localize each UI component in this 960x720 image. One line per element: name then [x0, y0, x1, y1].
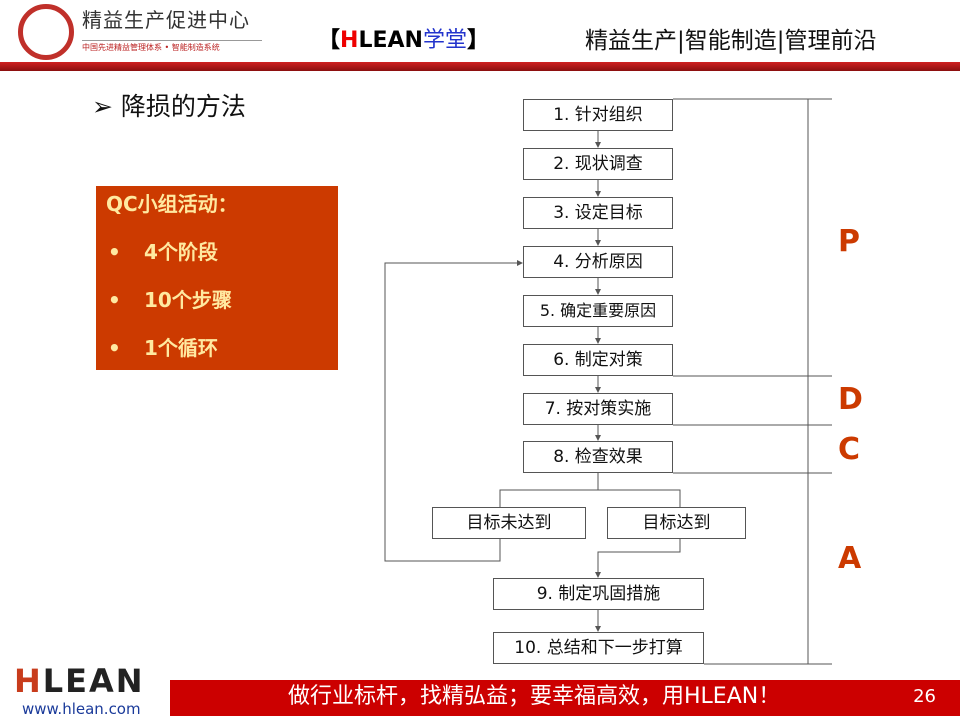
logo-title: 精益生产促进中心 — [82, 8, 250, 32]
flow-step-2: 2. 现状调查 — [523, 148, 673, 180]
flow-step-7: 7. 按对策实施 — [523, 393, 673, 425]
header-slogan: 精益生产|智能制造|管理前沿 — [585, 28, 877, 54]
footer-bar: 做行业标杆，找精弘益；要幸福高效，用HLEAN！ 26 — [170, 680, 960, 716]
pdca-c: C — [838, 432, 861, 467]
flow-step-4: 4. 分析原因 — [523, 246, 673, 278]
logo-subtitle: 中国先进精益管理体系 • 智能制造系统 — [82, 40, 262, 53]
logo-icon — [18, 4, 74, 60]
qc-item: •10个步骤 — [108, 288, 232, 312]
header-bar — [0, 62, 960, 71]
flow-step-8: 8. 检查效果 — [523, 441, 673, 473]
brand-title: 【HLEAN学堂】 — [318, 28, 489, 53]
flow-branch-ok: 目标达到 — [607, 507, 746, 539]
footer-slogan: 做行业标杆，找精弘益；要幸福高效，用HLEAN！ — [288, 684, 781, 709]
pdca-a: A — [838, 541, 862, 576]
flow-step-5: 5. 确定重要原因 — [523, 295, 673, 327]
pdca-p: P — [838, 224, 860, 259]
qc-box: QC小组活动： •4个阶段 •10个步骤 •1个循环 — [96, 186, 338, 370]
qc-item: •1个循环 — [108, 336, 218, 360]
pdca-d: D — [838, 382, 863, 417]
flow-branch-fail: 目标未达到 — [432, 507, 586, 539]
footer-url[interactable]: www.hlean.com — [22, 700, 141, 718]
flow-step-3: 3. 设定目标 — [523, 197, 673, 229]
flow-step-10: 10. 总结和下一步打算 — [493, 632, 704, 664]
flow-step-1: 1. 针对组织 — [523, 99, 673, 131]
page-heading: ➢ 降损的方法 — [92, 92, 246, 121]
qc-title: QC小组活动： — [106, 192, 238, 216]
flow-step-6: 6. 制定对策 — [523, 344, 673, 376]
qc-item: •4个阶段 — [108, 240, 218, 264]
footer-logo: HLEAN — [14, 662, 145, 700]
flow-step-9: 9. 制定巩固措施 — [493, 578, 704, 610]
page-number: 26 — [913, 686, 936, 707]
